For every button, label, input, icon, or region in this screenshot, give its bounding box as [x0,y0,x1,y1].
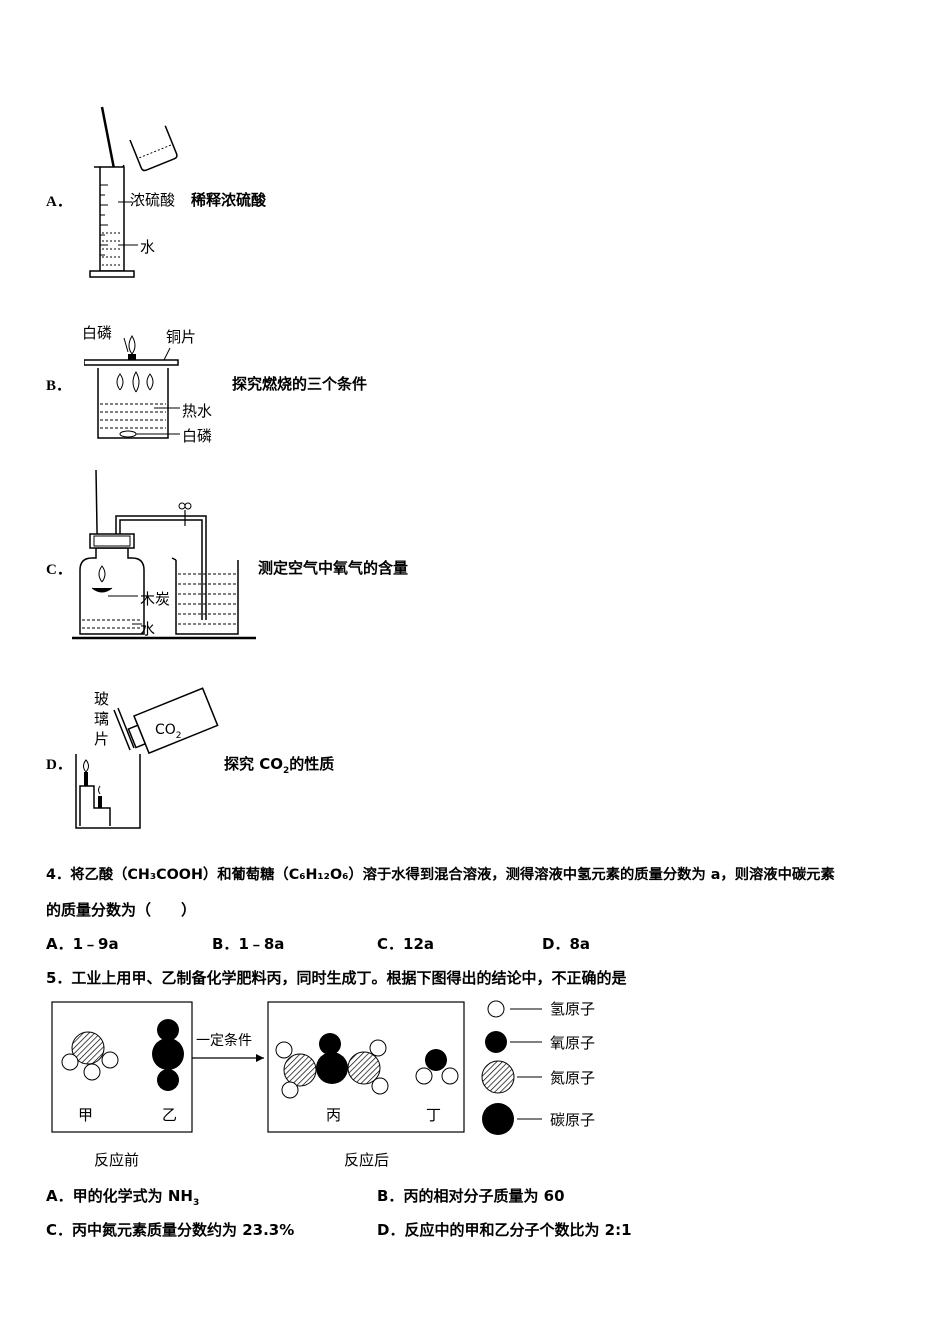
q5-option-a[interactable]: A．甲的化学式为 NH3 [46,1187,200,1208]
label-jia: 甲 [78,1106,94,1124]
legend-nitrogen: 氮原子 [481,1060,595,1094]
label-bing: 丙 [326,1106,342,1124]
label-white-phosphorus-bottom: 白磷 [182,427,213,445]
label-glass-2: 璃 [94,710,110,728]
label-copper-plate: 铜片 [166,328,197,346]
q4-option-d[interactable]: D．8a [542,935,591,953]
label-water-c: 水 [140,620,156,638]
label-charcoal: 木炭 [140,590,171,608]
option-c-caption: 测定空气中氧气的含量 [258,559,409,577]
reaction-diagram [51,1001,465,1133]
option-d-letter: D． [46,757,72,773]
oxygen-content-figure [72,470,256,640]
label-hot-water: 热水 [182,402,213,420]
legend-carbon: 碳原子 [481,1102,595,1136]
combustion-conditions-figure [84,335,180,439]
q4-stem-line2: 的质量分数为（ ） [46,901,197,919]
oxygen-atom-icon [485,1031,542,1053]
option-c-letter: C． [46,562,72,578]
option-b-letter: B． [46,378,72,394]
label-after: 反应后 [344,1151,390,1169]
hydrogen-atom-icon [487,1000,542,1017]
co2-properties-figure [75,687,219,829]
label-ding: 丁 [426,1106,442,1124]
q5-option-c[interactable]: C．丙中氮元素质量分数约为 23.3% [46,1221,295,1239]
q4-option-a[interactable]: A．1﹣9a [46,935,119,953]
label-white-phosphorus-top: 白磷 [82,324,113,342]
option-a-caption: 稀释浓硫酸 [191,191,267,209]
carbon-atom-icon [482,1103,542,1135]
q4-stem-line1: 4．将乙酸（CH₃COOH）和葡萄糖（C₆H₁₂O₆）溶于水得到混合溶液，测得溶… [46,867,835,883]
label-before: 反应前 [94,1151,140,1169]
option-a-letter: A． [46,194,72,210]
nitrogen-atom-icon [481,1060,542,1094]
label-water-a: 水 [140,238,156,256]
q5-option-d[interactable]: D．反应中的甲和乙分子个数比为 2:1 [377,1221,632,1239]
legend-oxygen: 氧原子 [484,1030,595,1054]
legend-hydrogen: 氢原子 [486,998,595,1019]
q4-option-b[interactable]: B．1﹣8a [212,935,285,953]
q5-option-b[interactable]: B．丙的相对分子质量为 60 [377,1187,565,1205]
dilute-acid-figure [89,106,178,278]
label-co2-bottle: CO2 [155,722,182,741]
label-yi: 乙 [162,1106,178,1124]
q5-stem: 5．工业上用甲、乙制备化学肥料丙，同时生成丁。根据下图得出的结论中，不正确的是 [46,969,627,987]
label-concentrated-acid: 浓硫酸 [130,191,176,209]
label-glass-1: 玻 [94,690,110,708]
option-b-caption: 探究燃烧的三个条件 [232,375,368,393]
reaction-condition: 一定条件 [196,1033,252,1049]
label-glass-3: 片 [94,730,110,748]
q4-option-c[interactable]: C．12a [377,935,435,953]
option-d-caption: 探究 CO2的性质 [224,755,335,776]
